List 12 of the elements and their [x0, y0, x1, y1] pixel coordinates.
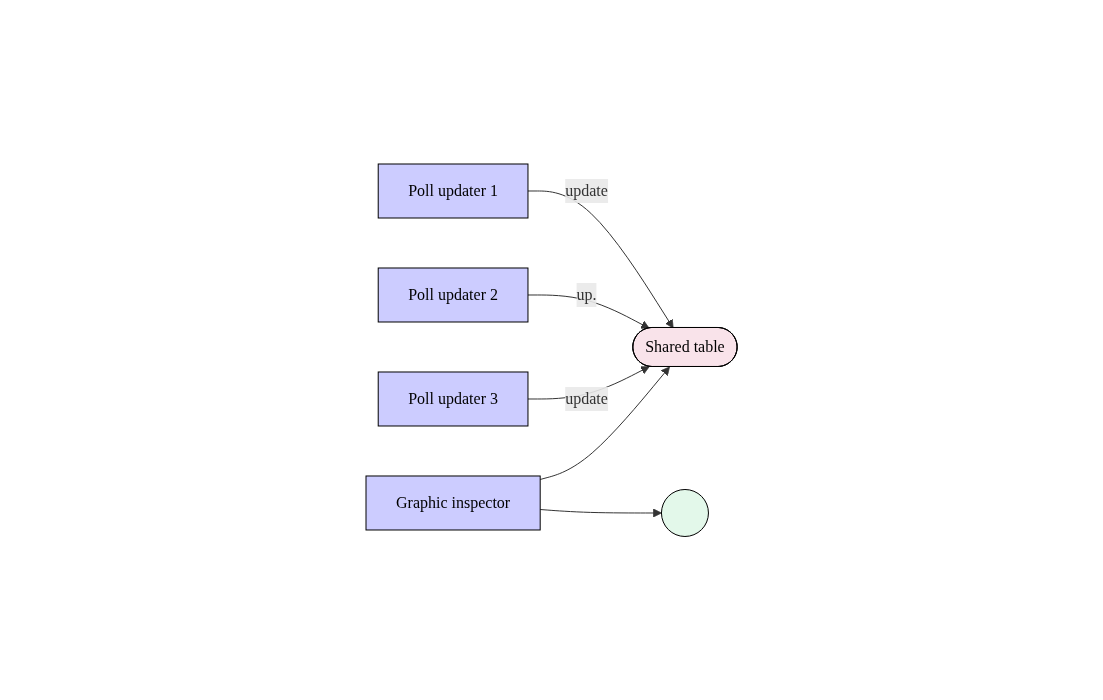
arrow — [527, 190, 674, 329]
edge-label: update — [565, 181, 608, 199]
arrow — [539, 508, 662, 518]
edge-label: update — [565, 389, 608, 407]
node-box: Poll updater 3 — [377, 371, 529, 427]
arrow — [539, 366, 670, 480]
node-box: Poll updater 2 — [377, 267, 529, 323]
node-box: Poll updater 1 — [377, 163, 529, 219]
edge-label: up. — [576, 285, 597, 303]
node-box: Graphic inspector — [365, 475, 541, 531]
node-circle — [660, 488, 709, 537]
arrow — [527, 294, 650, 329]
